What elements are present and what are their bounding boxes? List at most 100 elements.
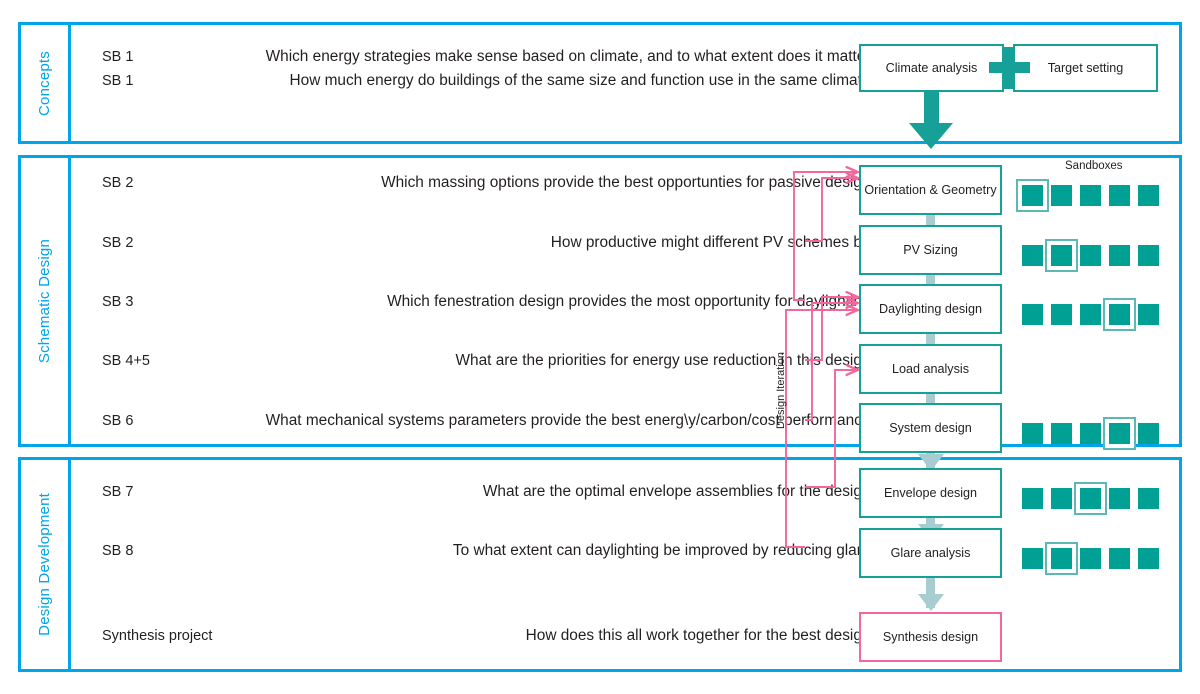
sandbox-square-fill <box>1022 423 1043 444</box>
sandbox-square-fill <box>1138 488 1159 509</box>
question-text: What are the optimal envelope assemblies… <box>482 483 879 500</box>
sandbox-square-fill <box>1051 185 1072 206</box>
question-row: SB 6 What mechanical systems parameters … <box>74 410 1179 432</box>
sandbox-square-fill <box>1080 548 1101 569</box>
question-row: SB 2 Which massing options provide the b… <box>74 172 1179 194</box>
sandbox-square-fill <box>1022 488 1043 509</box>
sandbox-square[interactable] <box>1022 488 1043 509</box>
sandbox-square[interactable] <box>1138 245 1159 266</box>
sandbox-square[interactable] <box>1080 423 1101 444</box>
question-row: SB 1 Which energy strategies make sense … <box>74 46 1179 68</box>
question-row: SB 4+5 What are the priorities for energ… <box>74 350 1179 372</box>
sandbox-square-fill <box>1051 304 1072 325</box>
sandbox-row-envelope-design <box>1022 482 1159 515</box>
sb-code: SB 1 <box>102 49 134 65</box>
sandbox-row-orientation-geometry <box>1016 179 1159 212</box>
sandbox-square[interactable] <box>1138 423 1159 444</box>
process-box-synthesis-design[interactable]: Synthesis design <box>859 612 1002 662</box>
sandbox-square-fill <box>1080 185 1101 206</box>
sandbox-square[interactable] <box>1109 245 1130 266</box>
sandbox-square[interactable] <box>1022 245 1043 266</box>
sandbox-square-fill <box>1080 304 1101 325</box>
sandbox-square[interactable] <box>1080 245 1101 266</box>
sandbox-square[interactable] <box>1051 304 1072 325</box>
phase-label-schematic-design: Schematic Design <box>36 238 53 364</box>
sandbox-square[interactable] <box>1080 185 1101 206</box>
sb-code: SB 2 <box>102 235 134 251</box>
process-box-daylighting-design[interactable]: Daylighting design <box>859 284 1002 334</box>
sandbox-square[interactable] <box>1138 488 1159 509</box>
sandbox-row-pv-sizing <box>1022 239 1159 272</box>
connector-shaft <box>926 205 935 237</box>
question-text: Which fenestration design provides the m… <box>387 293 879 310</box>
sandbox-square[interactable] <box>1138 304 1159 325</box>
sandbox-square[interactable] <box>1080 548 1101 569</box>
sandboxes-title: Sandboxes <box>1065 160 1123 172</box>
question-text: How does this all work together for the … <box>525 627 879 644</box>
sandbox-square-fill <box>1109 304 1130 325</box>
phase-label-cell-design-development: Design Development <box>21 460 71 669</box>
question-text: Which massing options provide the best o… <box>381 174 879 191</box>
sandbox-square[interactable] <box>1080 304 1101 325</box>
sandbox-square[interactable] <box>1022 304 1043 325</box>
sandbox-square-fill <box>1109 548 1130 569</box>
entry-arrow-shaft <box>924 92 939 125</box>
sb-code: SB 1 <box>102 73 134 89</box>
sandbox-square[interactable] <box>1109 548 1130 569</box>
sandbox-square-fill <box>1051 423 1072 444</box>
sandbox-square-fill <box>1109 185 1130 206</box>
process-box-orientation-geometry[interactable]: Orientation & Geometry <box>859 165 1002 215</box>
design-iteration-label: Design Iteration <box>775 352 787 430</box>
sandbox-square-selected[interactable] <box>1016 179 1049 212</box>
process-box-climate-analysis[interactable]: Climate analysis <box>859 44 1004 92</box>
sandbox-square[interactable] <box>1022 423 1043 444</box>
sandbox-square[interactable] <box>1051 423 1072 444</box>
sandbox-square-selected[interactable] <box>1074 482 1107 515</box>
connector-shaft <box>926 325 935 357</box>
sandbox-square[interactable] <box>1051 185 1072 206</box>
process-box-load-analysis[interactable]: Load analysis <box>859 344 1002 394</box>
question-row: Synthesis project How does this all work… <box>74 625 1179 647</box>
process-box-envelope-design[interactable]: Envelope design <box>859 468 1002 518</box>
question-row: SB 8 To what extent can daylighting be i… <box>74 540 1179 562</box>
question-text: How productive might different PV scheme… <box>550 234 879 251</box>
sandbox-row-system-design <box>1022 417 1159 450</box>
sandbox-square[interactable] <box>1022 548 1043 569</box>
question-text: What mechanical systems parameters provi… <box>265 412 879 429</box>
phase-band-design-development: Design Development SB 7 What are the opt… <box>18 457 1182 672</box>
sandbox-square[interactable] <box>1138 185 1159 206</box>
connector-arrowhead <box>918 454 944 471</box>
sandbox-square-fill <box>1109 488 1130 509</box>
sandbox-square-fill <box>1080 245 1101 266</box>
process-box-system-design[interactable]: System design <box>859 403 1002 453</box>
sandbox-square-fill <box>1138 423 1159 444</box>
phase-label-concepts: Concepts <box>36 50 53 116</box>
sandbox-square-fill <box>1109 423 1130 444</box>
sb-code: SB 2 <box>102 175 134 191</box>
sandbox-square-selected[interactable] <box>1045 542 1078 575</box>
process-box-pv-sizing[interactable]: PV Sizing <box>859 225 1002 275</box>
sandbox-square-fill <box>1080 488 1101 509</box>
sandbox-square-selected[interactable] <box>1103 298 1136 331</box>
plus-icon-vertical <box>1004 47 1015 89</box>
sandbox-square-fill <box>1138 548 1159 569</box>
sandbox-square[interactable] <box>1109 185 1130 206</box>
sb-code: SB 6 <box>102 413 134 429</box>
process-box-target-setting[interactable]: Target setting <box>1013 44 1158 92</box>
sandbox-row-daylighting-design <box>1022 298 1159 331</box>
sandbox-square-fill <box>1138 304 1159 325</box>
sandbox-square[interactable] <box>1109 488 1130 509</box>
phase-label-cell-schematic-design: Schematic Design <box>21 158 71 444</box>
question-text: What are the priorities for energy use r… <box>455 352 879 369</box>
sandbox-square-selected[interactable] <box>1103 417 1136 450</box>
question-text: Which energy strategies make sense based… <box>265 48 879 65</box>
question-text: To what extent can daylighting be improv… <box>452 542 879 559</box>
sandbox-square[interactable] <box>1138 548 1159 569</box>
sandbox-square[interactable] <box>1051 488 1072 509</box>
sandbox-square-fill <box>1022 185 1043 206</box>
sandbox-square-fill <box>1022 304 1043 325</box>
sb-code: SB 3 <box>102 294 134 310</box>
process-box-glare-analysis[interactable]: Glare analysis <box>859 528 1002 578</box>
sandbox-square-selected[interactable] <box>1045 239 1078 272</box>
sandbox-row-glare-analysis <box>1022 542 1159 575</box>
